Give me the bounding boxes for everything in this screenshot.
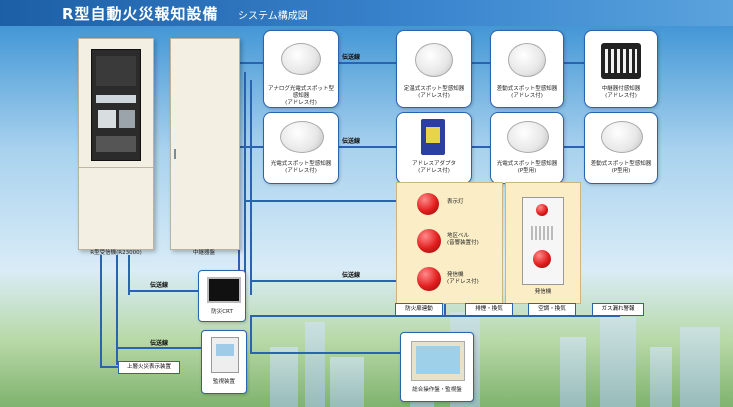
interlock-tag: 排煙・換気 <box>465 303 513 316</box>
smoke-detector-icon <box>507 121 549 153</box>
relay-cabinet <box>170 38 240 250</box>
bell-icon <box>417 229 441 253</box>
device-card-1: アナログ光電式スポット型感知器 (アドレス付) <box>263 30 339 108</box>
hydrant-panel-label: 発信機 <box>534 289 552 295</box>
device-card-2: 定温式スポット型感知器 (アドレス付) <box>396 30 472 108</box>
connector-line <box>238 146 263 148</box>
connector-line <box>100 366 120 368</box>
console-card: 総合操作盤・監視盤 <box>400 332 474 402</box>
connector-line <box>128 290 198 292</box>
wire-label: 伝送線 <box>342 54 361 61</box>
connector-line <box>244 72 246 302</box>
wire-label: 伝送線 <box>342 272 361 279</box>
crt-label: 防災CRT <box>211 309 233 315</box>
wire-label: 伝送線 <box>342 138 361 145</box>
receiver-control-face <box>91 49 141 161</box>
receiver-label: R型受信機(R23000) <box>90 250 142 256</box>
device-card-4: 中継器付感知器 (アドレス付) <box>584 30 658 108</box>
connector-line <box>336 146 396 148</box>
smoke-detector-icon <box>280 121 324 153</box>
connector-line <box>100 255 102 367</box>
indicator-lamp-label: 表示灯 <box>447 199 464 205</box>
interlock-tag: 空調・換気 <box>528 303 576 316</box>
transmitter-icon <box>417 267 441 291</box>
device-label: 差動式スポット型感知器 (P型用) <box>590 161 652 174</box>
title-bar: R型自動火災報知設備 システム構成図 <box>0 0 733 26</box>
connector-line <box>470 146 490 148</box>
transmitter-label: 発信機 (アドレス付) <box>447 272 479 285</box>
smoke-detector-icon <box>281 43 321 75</box>
device-label: 中継器付感知器 (アドレス付) <box>601 86 641 99</box>
device-label: アナログ光電式スポット型感知器 (アドレス付) <box>268 86 334 106</box>
page-title: R型自動火災報知設備 <box>62 5 219 23</box>
relay-module-icon <box>601 43 641 79</box>
device-card-3: 差動式スポット型感知器 (アドレス付) <box>490 30 564 108</box>
connector-line <box>444 304 446 316</box>
alarm-devices-panel: 表示灯 地区ベル (音響装置付) 発信機 (アドレス付) <box>396 182 503 304</box>
bell-label: 地区ベル (音響装置付) <box>447 233 479 246</box>
connector-line <box>128 255 130 295</box>
connector-line <box>116 255 118 365</box>
connector-line <box>238 62 263 64</box>
connector-line <box>116 347 201 349</box>
monitor-device-icon <box>211 337 239 373</box>
connector-line <box>250 80 252 295</box>
console-label: 総合操作盤・監視盤 <box>412 387 462 393</box>
wire-label: 伝送線 <box>150 340 169 347</box>
device-card-7: 光電式スポット型感知器 (P型用) <box>490 112 564 184</box>
relay-label: 中継器盤 <box>192 250 215 256</box>
connector-line <box>470 62 490 64</box>
interlock-tag: 防火扉連動 <box>395 303 443 316</box>
connector-line <box>250 280 396 282</box>
hydrant-panel-box: 発信機 <box>505 182 581 304</box>
device-card-6: アドレスアダプタ (アドレス付) <box>396 112 472 184</box>
receiver-cabinet <box>78 38 154 250</box>
page-subtitle: システム構成図 <box>238 11 308 22</box>
monitor-card: 監視装置 <box>201 330 247 394</box>
wire-label: 伝送線 <box>150 282 169 289</box>
indicator-lamp-icon <box>417 193 439 215</box>
connector-line <box>244 200 396 202</box>
connector-line <box>250 352 400 354</box>
monitor-label: 監視装置 <box>212 379 235 385</box>
device-label: アドレスアダプタ (アドレス付) <box>411 161 456 174</box>
lower-floor-tag: 上層火災表示装置 <box>118 361 180 374</box>
hydrant-panel-icon <box>522 197 564 285</box>
address-adapter-icon <box>421 119 445 155</box>
device-card-5: 光電式スポット型感知器 (アドレス付) <box>263 112 339 184</box>
device-label: 差動式スポット型感知器 (アドレス付) <box>496 86 558 99</box>
device-card-8: 差動式スポット型感知器 (P型用) <box>584 112 658 184</box>
heat-detector-icon <box>415 43 453 77</box>
interlock-tag: ガス漏れ警報 <box>592 303 644 316</box>
heat-detector-icon <box>601 121 643 153</box>
device-label: 光電式スポット型感知器 (P型用) <box>496 161 558 174</box>
connector-line <box>562 146 584 148</box>
device-label: 光電式スポット型感知器 (アドレス付) <box>270 161 332 174</box>
console-screen-icon <box>411 341 465 381</box>
rate-detector-icon <box>508 43 546 77</box>
crt-card: 防災CRT <box>198 270 246 322</box>
connector-line <box>250 315 620 317</box>
connector-line <box>250 315 252 353</box>
device-label: 定温式スポット型感知器 (アドレス付) <box>403 86 465 99</box>
connector-line <box>336 62 396 64</box>
connector-line <box>562 62 584 64</box>
crt-monitor-icon <box>207 277 241 303</box>
